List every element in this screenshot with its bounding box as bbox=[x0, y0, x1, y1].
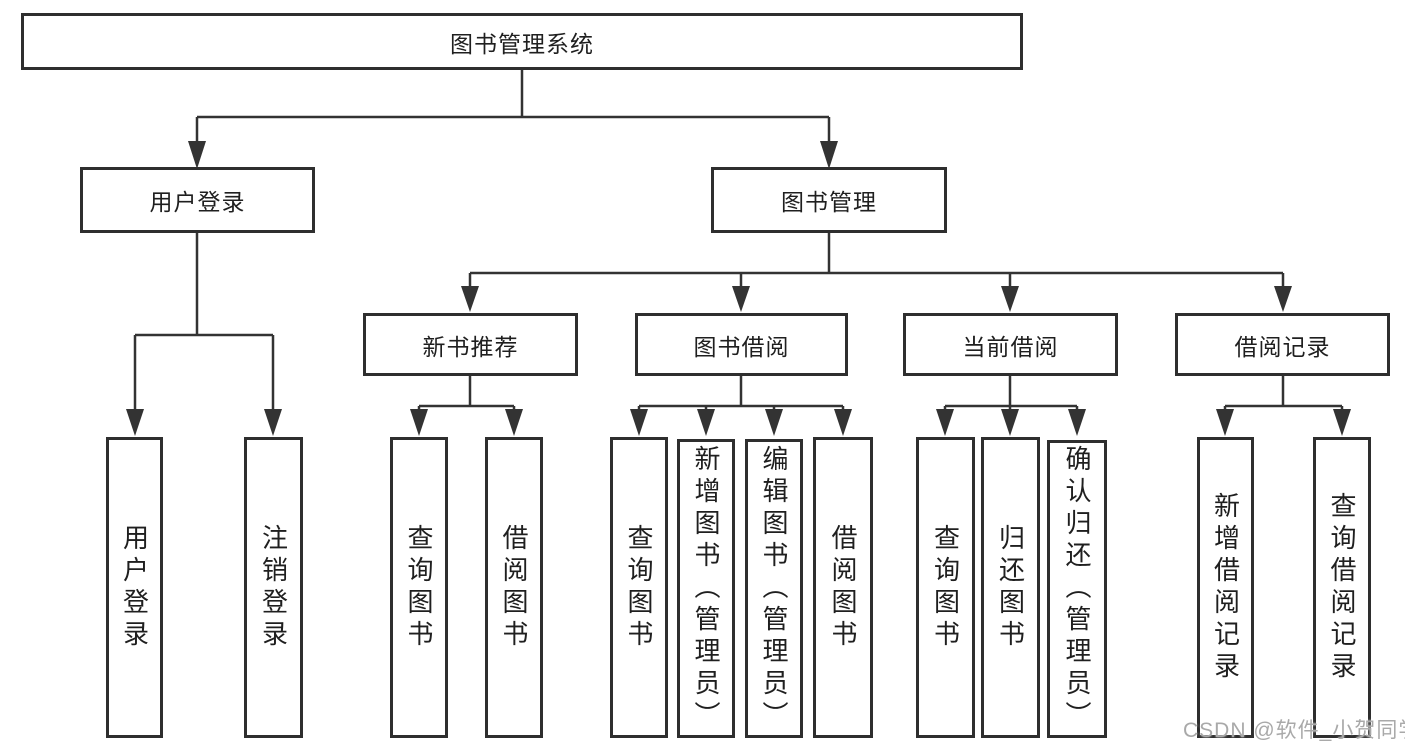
node-borrow-records-label: 借阅记录 bbox=[1234, 333, 1331, 360]
leaf-borrow-query-books-label: 查询图书 bbox=[624, 523, 654, 652]
node-book-borrow: 图书借阅 bbox=[635, 313, 848, 376]
arrow-down-icon bbox=[936, 409, 954, 436]
arrow-down-icon bbox=[1333, 409, 1351, 436]
leaf-borrow-add-books-admin: 新增图书（管理员） bbox=[677, 439, 735, 738]
leaf-newbook-borrow-books-label: 借阅图书 bbox=[499, 523, 529, 652]
node-user-login-label: 用户登录 bbox=[149, 189, 246, 215]
arrow-down-icon bbox=[630, 409, 648, 436]
node-new-book-recommend-label: 新书推荐 bbox=[422, 333, 519, 360]
leaf-borrow-borrow-books: 借阅图书 bbox=[813, 437, 873, 738]
connector-bookmgmt-to-level3 bbox=[468, 233, 1285, 288]
leaf-user-login: 用户登录 bbox=[106, 437, 163, 738]
leaf-borrow-borrow-books-label: 借阅图书 bbox=[828, 523, 858, 652]
node-borrow-records: 借阅记录 bbox=[1175, 313, 1390, 376]
leaf-records-query-record: 查询借阅记录 bbox=[1313, 437, 1371, 738]
leaf-newbook-query-books-label: 查询图书 bbox=[404, 523, 434, 652]
arrow-down-icon bbox=[188, 141, 206, 169]
leaf-current-query-books-label: 查询图书 bbox=[930, 523, 961, 652]
leaf-borrow-query-books: 查询图书 bbox=[610, 437, 668, 738]
arrow-down-icon bbox=[410, 409, 428, 436]
arrow-down-icon bbox=[1274, 286, 1292, 312]
connector-newbook-to-leaves bbox=[417, 376, 516, 414]
connector-currentborrow-to-leaves bbox=[943, 376, 1079, 414]
arrow-down-icon bbox=[1068, 409, 1086, 436]
leaf-newbook-borrow-books: 借阅图书 bbox=[485, 437, 543, 738]
arrow-down-icon bbox=[505, 409, 523, 436]
leaf-borrow-edit-books-admin: 编辑图书（管理员） bbox=[745, 439, 803, 738]
node-root: 图书管理系统 bbox=[21, 13, 1023, 70]
arrow-down-icon bbox=[1216, 409, 1234, 436]
leaf-current-confirm-return-admin-label: 确认归还（管理员） bbox=[1062, 445, 1092, 733]
arrow-down-icon bbox=[732, 286, 750, 312]
node-book-management-label: 图书管理 bbox=[781, 189, 877, 215]
connector-root-to-level2 bbox=[195, 70, 831, 144]
leaf-newbook-query-books: 查询图书 bbox=[390, 437, 448, 738]
node-new-book-recommend: 新书推荐 bbox=[363, 313, 578, 376]
node-user-login: 用户登录 bbox=[80, 167, 315, 233]
leaf-records-add-record: 新增借阅记录 bbox=[1197, 437, 1254, 738]
arrow-down-icon bbox=[264, 409, 282, 436]
node-book-management: 图书管理 bbox=[711, 167, 947, 233]
connector-userlogin-to-leaves bbox=[133, 233, 275, 412]
arrow-down-icon bbox=[126, 409, 144, 436]
leaf-borrow-edit-books-admin-label: 编辑图书（管理员） bbox=[759, 444, 789, 733]
leaf-records-query-record-label: 查询借阅记录 bbox=[1327, 491, 1357, 684]
node-current-borrow: 当前借阅 bbox=[903, 313, 1118, 376]
arrow-down-icon bbox=[834, 409, 852, 436]
arrow-down-icon bbox=[697, 409, 715, 436]
leaf-user-login-label: 用户登录 bbox=[119, 523, 150, 652]
leaf-borrow-add-books-admin-label: 新增图书（管理员） bbox=[691, 444, 721, 733]
leaf-current-return-books: 归还图书 bbox=[981, 437, 1040, 738]
leaf-current-query-books: 查询图书 bbox=[916, 437, 975, 738]
leaf-logout: 注销登录 bbox=[244, 437, 303, 738]
arrow-down-icon bbox=[765, 409, 783, 436]
connector-bookborrow-to-leaves bbox=[637, 376, 845, 414]
leaf-logout-label: 注销登录 bbox=[258, 523, 289, 652]
leaf-current-return-books-label: 归还图书 bbox=[995, 523, 1026, 652]
arrow-down-icon bbox=[1001, 286, 1019, 312]
arrow-down-icon bbox=[461, 286, 479, 312]
node-current-borrow-label: 当前借阅 bbox=[962, 333, 1059, 360]
node-book-borrow-label: 图书借阅 bbox=[693, 333, 790, 360]
leaf-current-confirm-return-admin: 确认归还（管理员） bbox=[1047, 440, 1107, 738]
csdn-watermark: CSDN @软件_小贺同学 bbox=[1183, 719, 1405, 742]
arrow-down-icon bbox=[1001, 409, 1019, 436]
connector-records-to-leaves bbox=[1223, 376, 1344, 414]
arrow-down-icon bbox=[820, 141, 838, 169]
node-root-label: 图书管理系统 bbox=[450, 30, 594, 57]
leaf-records-add-record-label: 新增借阅记录 bbox=[1210, 491, 1241, 684]
